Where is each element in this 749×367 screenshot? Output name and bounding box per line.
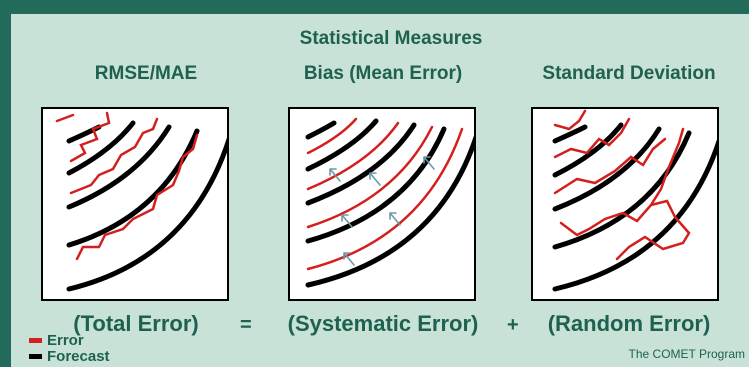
legend-forecast-label: Forecast: [47, 348, 110, 365]
bias-heading: Bias (Mean Error): [303, 63, 463, 84]
legend-error-label: Error: [47, 332, 84, 349]
bias-arrow: [341, 214, 353, 228]
rmse-mae-plot: [55, 111, 227, 292]
forecast-contour: [305, 120, 337, 140]
systematic-error-caption: (Systematic Error): [287, 311, 479, 336]
comet-credit: The COMET Program: [628, 347, 745, 361]
forecast-contour: [305, 122, 417, 206]
bias-arrow: [369, 172, 381, 186]
forecast-contour: [552, 139, 717, 292]
forecast-contour: [305, 126, 447, 244]
error-contour: [69, 111, 111, 163]
forecast-swatch: [29, 354, 42, 359]
error-contour: [559, 199, 691, 261]
bias-arrow: [329, 168, 341, 182]
error-contour: [55, 113, 75, 123]
forecast-contour: [66, 120, 136, 176]
bias-panel: [288, 107, 476, 301]
error-contour: [649, 127, 685, 207]
equals-operator: =: [240, 314, 252, 336]
forecast-contour: [552, 130, 692, 250]
forecast-contour: [66, 124, 172, 210]
error-contour: [553, 109, 587, 131]
error-contour: [306, 127, 464, 271]
diagram-title: Statistical Measures: [299, 28, 483, 49]
forecast-contour: [66, 128, 200, 248]
error-contour: [553, 137, 667, 195]
standard-deviation-heading: Standard Deviation: [542, 63, 716, 84]
rmse-mae-panel: [41, 107, 229, 301]
forecast-contour: [552, 122, 624, 178]
rmse-mae-heading: RMSE/MAE: [94, 63, 198, 84]
random-error-caption: (Random Error): [547, 311, 711, 336]
bias-arrow: [423, 156, 435, 170]
forecast-contour: [552, 124, 588, 144]
error-contour: [553, 117, 631, 159]
error-contour: [306, 117, 358, 155]
bias-arrow: [389, 212, 401, 226]
forecast-contour: [305, 118, 379, 172]
error-contour: [75, 133, 199, 261]
forecast-contour: [552, 126, 662, 212]
forecast-contour: [66, 137, 227, 292]
total-error-caption: (Total Error): [73, 311, 199, 336]
bias-plot: [305, 117, 474, 288]
bias-arrow: [343, 252, 355, 266]
legend-error: Error: [29, 332, 84, 349]
legend-forecast: Forecast: [29, 348, 110, 365]
error-contour: [69, 117, 159, 195]
diagram-canvas: Statistical Measures RMSE/MAE Bias (Mean…: [11, 14, 749, 367]
standard-deviation-panel: [531, 107, 719, 301]
standard-deviation-plot: [552, 109, 717, 292]
error-swatch: [29, 338, 42, 343]
plus-operator: +: [507, 314, 519, 336]
forecast-contour: [305, 135, 474, 288]
error-contour: [306, 125, 434, 229]
error-contour: [306, 121, 400, 191]
